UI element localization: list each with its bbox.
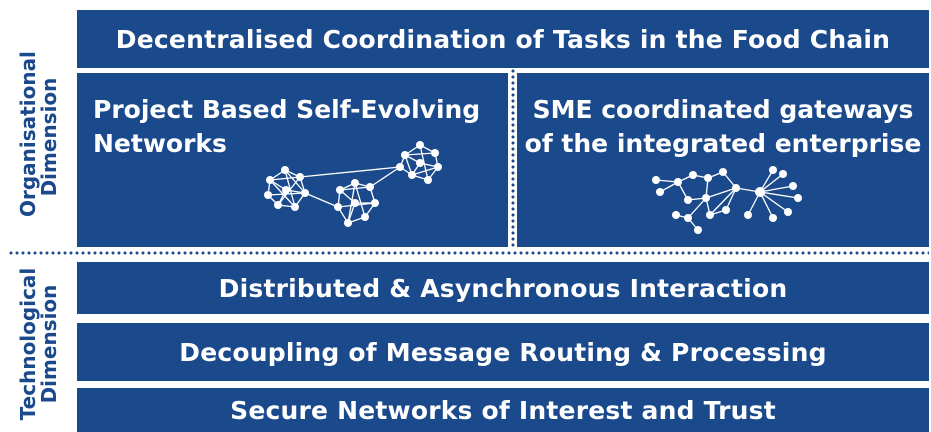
- left-panel-title: Project Based Self-Evolving Networks: [93, 93, 480, 161]
- organisational-dimension-label: Organisational Dimension: [16, 51, 62, 217]
- right-panel-sme-gateways: SME coordinated gateways of the integrat…: [517, 73, 929, 247]
- bar-decoupling-label: Decoupling of Message Routing & Processi…: [179, 337, 827, 367]
- right-panel-title-line2: of the integrated enterprise: [524, 129, 922, 158]
- bar-decoupling-routing: Decoupling of Message Routing & Processi…: [77, 323, 929, 381]
- bar-distributed-label: Distributed & Asynchronous Interaction: [218, 273, 788, 303]
- horizontal-dotted-divider: [8, 251, 929, 255]
- top-bar-decentralised-coordination: Decentralised Coordination of Tasks in t…: [77, 10, 929, 68]
- left-panel-title-line2: Networks: [93, 129, 227, 158]
- technological-label-line2: Dimension: [37, 284, 61, 404]
- bar-secure-networks: Secure Networks of Interest and Trust: [77, 388, 929, 432]
- clustered-network-icon: [264, 141, 442, 227]
- technological-label-line1: Technological: [16, 267, 40, 421]
- right-panel-title-line1: SME coordinated gateways: [532, 95, 914, 124]
- organisational-label-line2: Dimension: [37, 77, 61, 197]
- organisational-label-line1: Organisational: [16, 51, 40, 217]
- left-panel-title-line1: Project Based Self-Evolving: [93, 95, 481, 124]
- right-panel-title: SME coordinated gateways of the integrat…: [517, 93, 929, 161]
- bar-secure-label: Secure Networks of Interest and Trust: [230, 395, 776, 425]
- top-bar-label: Decentralised Coordination of Tasks in t…: [115, 24, 891, 54]
- vertical-dotted-divider: [511, 68, 515, 248]
- bar-distributed-asynchronous: Distributed & Asynchronous Interaction: [77, 262, 929, 314]
- hub-network-icon: [652, 166, 802, 234]
- technological-dimension-label: Technological Dimension: [16, 264, 62, 424]
